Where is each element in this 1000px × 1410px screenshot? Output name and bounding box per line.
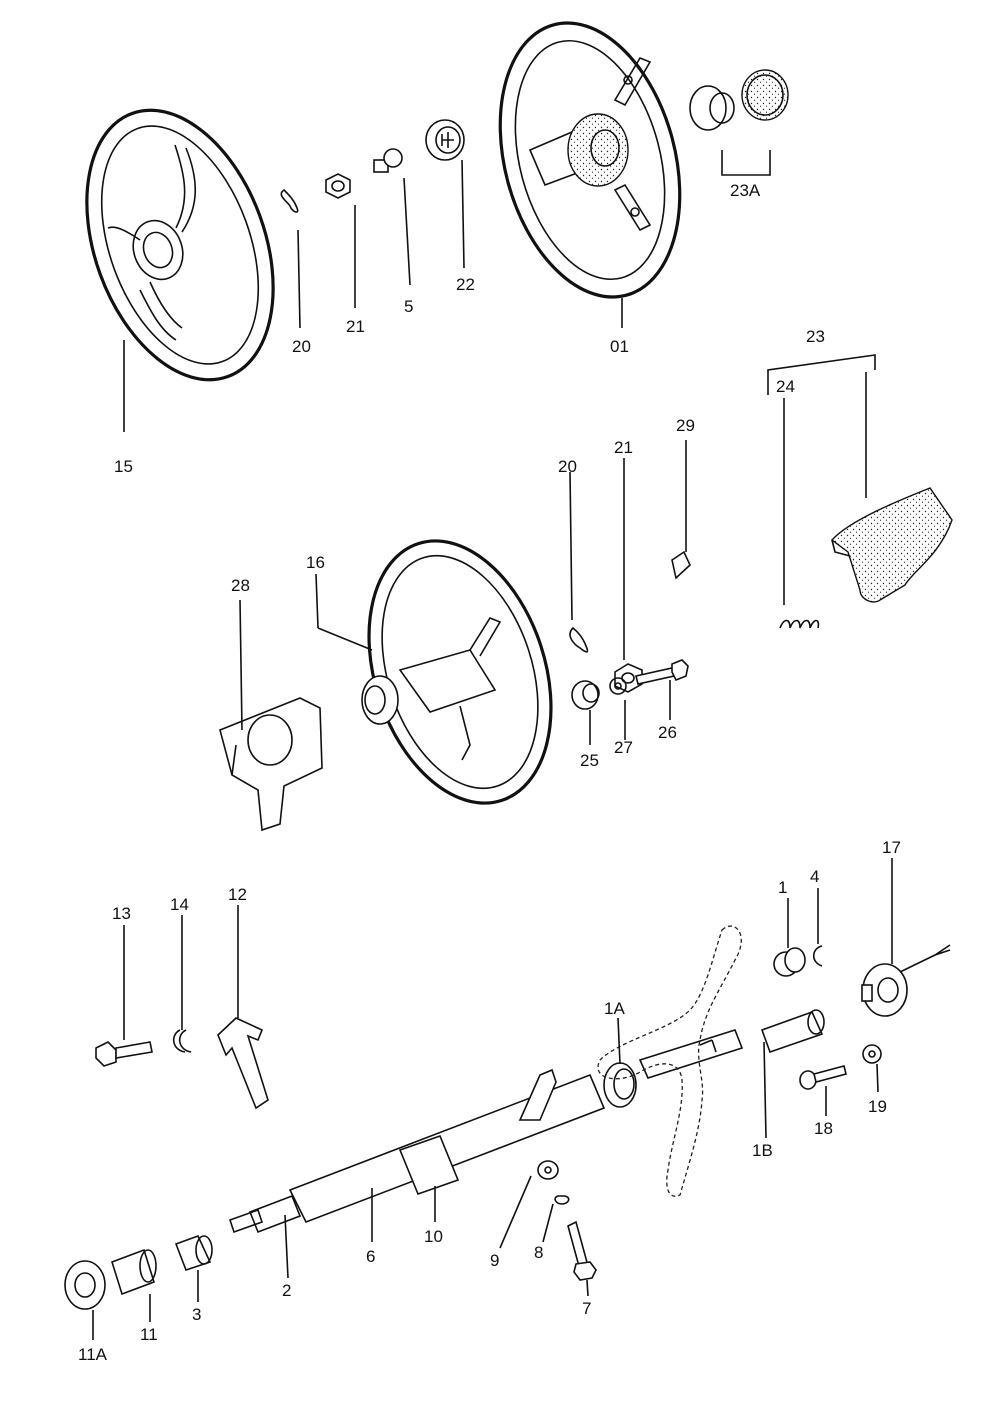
callout-21-mid: 21 [614,438,633,457]
sleeve-1B [760,1009,825,1054]
callout-6: 6 [366,1247,375,1266]
callout-27: 27 [614,738,633,757]
spring-24 [779,619,820,629]
horn-pad-23 [830,487,953,603]
emblem-29 [671,550,691,580]
callout-18: 18 [814,1119,833,1138]
callout-4: 4 [810,867,819,886]
callout-24: 24 [776,377,795,396]
callout-01: 01 [610,337,629,356]
screw-18 [799,1065,847,1090]
callout-22: 22 [456,275,475,294]
callout-20-top: 20 [292,337,311,356]
horn-contact-5 [373,148,403,173]
circlip-8 [554,1195,570,1205]
nut-21-top [325,173,351,199]
clip-4 [812,945,823,967]
lock-washer-19 [862,1044,882,1064]
callout-23A: 23A [730,181,761,200]
callout-23: 23 [806,327,825,346]
bolt-26 [635,659,689,685]
callout-28: 28 [231,576,250,595]
circlip-20-top [280,188,299,213]
bolt-13 [95,1041,153,1067]
callout-7: 7 [582,1299,591,1318]
lock-washer-27 [609,677,627,695]
washer-14 [172,1029,192,1053]
callout-14: 14 [170,895,189,914]
bracket-23 [767,354,876,395]
callout-19: 19 [868,1097,887,1116]
callout-25: 25 [580,751,599,770]
callout-21-top: 21 [346,317,365,336]
callout-11A: 11A [78,1345,108,1364]
callout-26: 26 [658,723,677,742]
horn-cap-22 [425,119,465,161]
bracket-12 [217,1017,269,1110]
bearing-1A [603,1062,637,1108]
callout-12: 12 [228,885,247,904]
bushing-1 [773,947,806,977]
callout-5: 5 [404,297,413,316]
horn-pad-housing-28 [219,697,323,832]
callout-1: 1 [778,878,787,897]
callout-8: 8 [534,1243,543,1262]
sport-steering-wheel-01 [498,21,682,299]
callout-15: 15 [114,457,133,476]
callout-13: 13 [112,904,131,923]
horn-ring-set-23A [689,69,789,131]
bushing-25 [571,680,600,710]
callout-16: 16 [306,553,325,572]
washer-9 [537,1160,559,1180]
washer-11A [64,1260,106,1310]
callout-2: 2 [282,1281,291,1300]
callout-1A: 1A [604,999,625,1018]
firewall-outline [597,925,742,1197]
callout-10: 10 [424,1227,443,1246]
callout-29: 29 [676,416,695,435]
switch-assembly-17 [861,944,951,1017]
callout-11: 11 [140,1325,158,1344]
bolt-7 [567,1220,597,1281]
callout-20-mid: 20 [558,457,577,476]
steering-shaft-splined-end [638,1029,744,1079]
bracket-10 [518,1068,557,1121]
callout-1B: 1B [752,1141,773,1160]
circlip-20-mid [569,626,589,653]
callout-9: 9 [490,1251,499,1270]
steering-wheel-15 [85,108,275,382]
leader-lines [92,159,893,1340]
bearing-3 [174,1234,213,1272]
steering-wheel-16 [361,539,553,805]
callout-3: 3 [192,1305,201,1324]
sleeve-11 [111,1248,157,1296]
callout-17: 17 [882,838,901,857]
bracket-23A [721,150,771,176]
callout-labels: 15 20 21 5 22 01 23A 23 24 20 21 29 28 1… [78,181,901,1364]
